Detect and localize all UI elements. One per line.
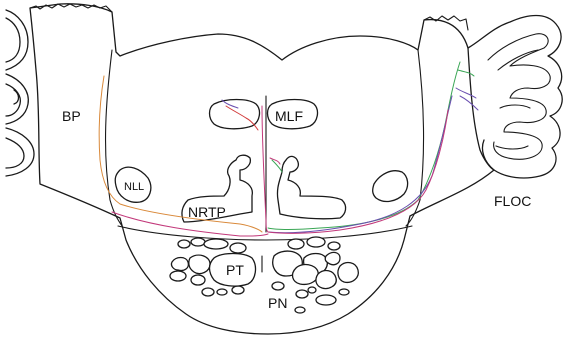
- label-pn: PN: [268, 295, 287, 311]
- fiber-purple-branch: [456, 88, 478, 110]
- left-mlf: [210, 100, 260, 129]
- label-mlf: MLF: [275, 108, 303, 124]
- right-cut-edge: [424, 16, 468, 30]
- label-nrtp: NRTP: [188, 204, 226, 220]
- right-nrtp: [277, 156, 345, 218]
- label-bp: BP: [62, 108, 81, 124]
- fiber-right-green-stub: [272, 160, 282, 172]
- fiber-green-branch: [458, 70, 474, 76]
- inner-boundary-left: [106, 50, 122, 226]
- label-pt: PT: [226, 262, 244, 278]
- left-cut-edge: [30, 4, 112, 12]
- label-floc: FLOC: [494, 193, 531, 209]
- pons-outline: [30, 4, 494, 334]
- left-cerebellar-folia: [6, 10, 34, 176]
- label-nll: NLL: [124, 181, 144, 193]
- ventral-division: [118, 226, 412, 240]
- right-nll: [373, 171, 408, 202]
- fiber-midline-magenta: [262, 106, 268, 232]
